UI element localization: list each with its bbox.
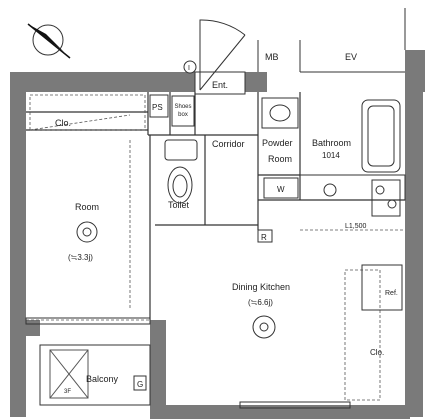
room-light-inner <box>82 227 92 237</box>
north-arrow-icon <box>27 23 71 59</box>
exterior-walls <box>10 50 425 419</box>
ev-label: EV <box>345 52 357 62</box>
interphone-label: I <box>188 65 190 72</box>
stove <box>371 179 401 217</box>
mb-ev-shaft <box>257 8 406 73</box>
vanity-sink <box>261 97 299 129</box>
bathtub <box>361 99 401 173</box>
entrance-area <box>194 71 246 95</box>
balcony-label: Balcony <box>86 374 119 384</box>
shoes-box-label-2: box <box>178 112 188 118</box>
gas-meter <box>133 375 147 391</box>
bathtub-inner <box>367 105 395 167</box>
dashed-lines <box>26 94 405 401</box>
washer-space <box>263 177 299 199</box>
entrance-door[interactable] <box>199 19 246 91</box>
ac-label: 3F <box>64 389 71 395</box>
outlet-r-label: R <box>261 233 267 242</box>
shoes-box-label-1: Shoes <box>174 104 191 110</box>
bathroom-label: Bathroom <box>312 138 351 148</box>
washer-label: W <box>277 185 285 194</box>
closet-label: Clo. <box>55 118 71 128</box>
toilet-label: Toilet <box>168 200 190 210</box>
burner-icon-1 <box>375 185 385 195</box>
dining-kitchen-label: Dining Kitchen <box>232 282 290 292</box>
shoes-box <box>171 95 195 127</box>
interior-walls <box>26 92 405 320</box>
ps-label: PS <box>152 103 163 112</box>
interphone-icon <box>183 60 197 74</box>
balcony-area <box>39 344 151 406</box>
mb-label: MB <box>265 52 279 62</box>
counter-length: L1,500 <box>345 223 367 230</box>
outlet-r <box>257 229 273 243</box>
ac-cross-2 <box>49 349 89 399</box>
burner-icon-2 <box>387 199 397 209</box>
dk-light-icon <box>252 315 276 339</box>
dk-light-inner <box>259 322 269 332</box>
powder-room-label-1: Powder <box>262 138 293 148</box>
room-label: Room <box>75 202 99 212</box>
ref-label: Ref. <box>385 290 398 297</box>
closet-right-label: Clo. <box>370 348 384 357</box>
ps-shaft <box>149 94 169 118</box>
room-size: (≒3.3j) <box>68 253 93 262</box>
powder-room-label-2: Room <box>268 154 292 164</box>
bathroom-code: 1014 <box>322 151 340 160</box>
room-light-icon <box>76 221 98 243</box>
dk-size: (≒6.6j) <box>248 298 273 307</box>
fridge-space <box>361 264 403 311</box>
toilet-fixture <box>164 139 198 204</box>
kitchen-sink-icon <box>323 183 337 197</box>
balcony-window <box>25 317 351 409</box>
ac-outdoor-unit <box>49 349 89 399</box>
gas-label: G <box>137 380 143 389</box>
corridor-label: Corridor <box>212 139 245 149</box>
kitchen-counter <box>299 174 406 201</box>
ent-label: Ent. <box>212 80 228 90</box>
sink-icon <box>269 104 291 122</box>
